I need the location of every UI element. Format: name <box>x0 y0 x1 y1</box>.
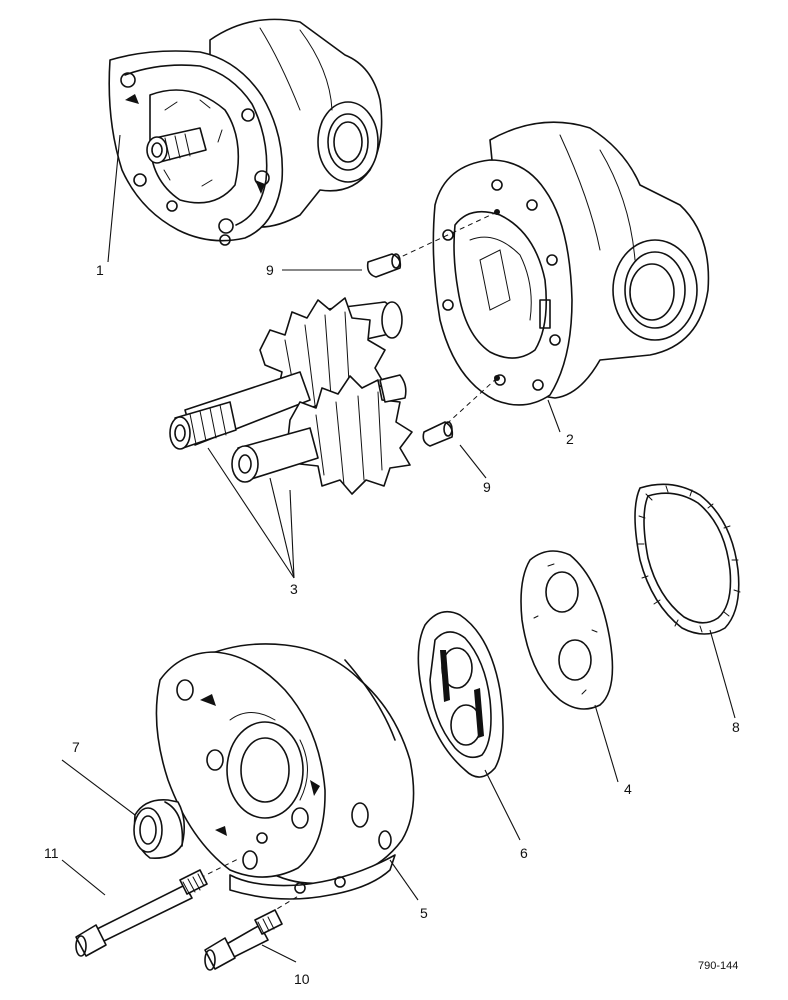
callout-11: 11 <box>44 845 59 861</box>
callout-4: 4 <box>624 781 632 797</box>
callout-7: 7 <box>72 739 80 755</box>
callout-5: 5 <box>420 905 428 921</box>
callout-6: 6 <box>520 845 528 861</box>
callout-1: 1 <box>96 262 104 278</box>
callout-3: 3 <box>290 581 298 597</box>
part-6-thrust-plate <box>417 610 504 778</box>
part-4-wear-plate <box>520 550 614 710</box>
part-11-long-cap-screw <box>75 869 208 957</box>
callout-8: 8 <box>732 719 740 735</box>
leader-lines <box>61 134 736 963</box>
part-10-short-cap-screw <box>204 909 283 971</box>
callout-9-upper: 9 <box>266 262 274 278</box>
part-2-gear-housing <box>389 121 710 431</box>
part-3-gears <box>169 297 413 495</box>
part-5-rear-cover <box>155 643 415 919</box>
part-7-shaft-seal <box>133 798 186 860</box>
part-8-seal-ring <box>634 483 741 635</box>
callout-10: 10 <box>294 971 310 987</box>
part-1-assembled-pump <box>108 18 383 246</box>
part-9-dowel-pins <box>366 253 454 447</box>
figure-number: 790-144 <box>698 960 739 972</box>
callout-2: 2 <box>566 431 574 447</box>
callout-9-lower: 9 <box>483 479 491 495</box>
